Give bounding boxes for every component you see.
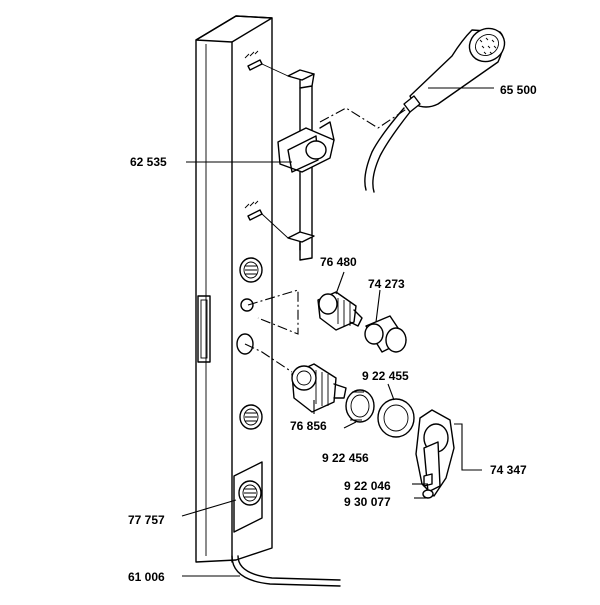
small-plug [422, 489, 434, 499]
lever-handle [415, 409, 455, 497]
nut-ring [377, 398, 415, 438]
label-thermo-cartridge: 76 480 [320, 255, 357, 269]
thermo-cartridge [317, 291, 363, 331]
small-round-outlet [240, 298, 254, 312]
label-slide-holder: 62 535 [130, 155, 167, 169]
label-hose: 61 006 [128, 570, 165, 584]
label-body-jet: 77 757 [128, 513, 165, 527]
screw-top [244, 50, 263, 71]
slide-holder [277, 121, 335, 173]
cap [364, 315, 407, 353]
seal-ring [345, 389, 375, 423]
nozzle-upper [239, 257, 263, 283]
hose [364, 107, 411, 193]
label-small-plug: 9 30 077 [344, 495, 391, 509]
label-nut-ring: 9 22 455 [362, 369, 409, 383]
hand-shower [403, 27, 506, 113]
label-mixer-cartridge: 76 856 [290, 419, 327, 433]
small-screw [423, 473, 433, 487]
label-hand-shower: 65 500 [500, 83, 537, 97]
label-small-screw: 9 22 046 [344, 479, 391, 493]
nozzle-middle [239, 404, 263, 430]
mixer-cartridge [291, 363, 347, 413]
screw-mid [244, 200, 263, 221]
label-lever-handle: 74 347 [490, 463, 527, 477]
label-cap: 74 273 [368, 277, 405, 291]
body-jet-lower [233, 461, 263, 533]
label-seal-ring: 9 22 456 [322, 451, 369, 465]
